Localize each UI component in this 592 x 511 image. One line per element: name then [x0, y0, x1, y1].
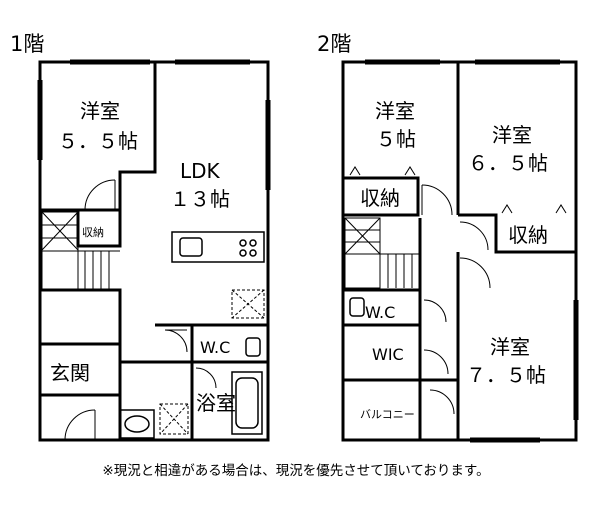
floor-1-bathtub [231, 371, 263, 435]
floor-2-western-a-wall [343, 62, 460, 217]
floor-2-balcony-door [429, 389, 455, 415]
floor-1-plan [37, 59, 271, 442]
floor-1-windows [37, 59, 271, 190]
floor-2-western-b-door [459, 221, 489, 251]
floor-2-wic-wall [343, 252, 460, 440]
disclaimer-note: ※現況と相違がある場合は、現況を優先させて頂いております。 [102, 463, 490, 479]
floor-1-wc-wall [155, 323, 268, 440]
floor-1-entrance-name: 玄関 [50, 361, 90, 385]
floor-1-toilet [245, 337, 261, 357]
floor-1-washer-space [159, 403, 189, 435]
floor-1-wc-name: W.C [200, 338, 230, 357]
floor-2-western-a-door [421, 184, 453, 216]
floor-1-stair-wall [40, 288, 122, 330]
floor-2-western-c-door [459, 257, 491, 289]
floor-1-label: 1階 [10, 32, 45, 56]
floor-2-wic-name: WIC [372, 345, 404, 364]
floor-2-windows [365, 59, 579, 443]
floor-2-western-c-size: ７．５帖 [466, 363, 546, 387]
floor-2-western-a-name: 洋室 [375, 99, 415, 123]
floor-2-balcony-name: バルコニー [360, 408, 415, 421]
floor-2-wc-wall [343, 290, 422, 330]
floor-1-storage-name: 収納 [82, 226, 104, 239]
floor-2-wc-name: W.C [365, 303, 395, 322]
floor-2-wic-door [423, 349, 449, 375]
floor-2-plan [341, 59, 579, 443]
floor-1-entrance-door [64, 409, 96, 441]
floor-1-ldk-size: １３帖 [170, 187, 230, 211]
floor-2-western-c-name: 洋室 [490, 335, 530, 359]
floor-1-washbasin [119, 409, 155, 439]
floor-2-stairs [344, 217, 420, 289]
floor-1-bath-name: 浴室 [196, 391, 236, 415]
floor-2-closet-markers [349, 166, 567, 214]
floor-1-western-door [84, 179, 116, 211]
floor-2-western-a-size: ５帖 [376, 127, 416, 151]
floor-1-kitchen [171, 231, 265, 263]
floor-2-toilet [349, 297, 365, 317]
floor-2-western-b-name: 洋室 [492, 123, 532, 147]
floor-1-western-room-size: ５．５帖 [58, 129, 138, 153]
floor-1-fridge-space [231, 289, 265, 319]
floor-1-outer-wall [38, 60, 270, 442]
floor-1-western-room-name: 洋室 [80, 99, 120, 123]
floor-1-stairs [41, 211, 120, 291]
floor-2-western-b-size: ６．５帖 [468, 151, 548, 175]
floor-1-bath-door [195, 367, 217, 389]
floor-1-wc-door [164, 329, 188, 353]
floor-1-entrance-wall [40, 330, 122, 440]
floor-2-label: 2階 [317, 32, 352, 56]
floor-2-wc-door [423, 299, 447, 323]
floor-2-storage-b-name: 収納 [508, 223, 548, 247]
floor-1-western-room-wall [40, 62, 157, 212]
floor-1-ldk-name: LDK [180, 159, 221, 183]
floor-2-outer-wall [341, 60, 578, 442]
floor-2-western-b-wall [458, 213, 576, 254]
floor-2-storage-a-name: 収納 [360, 186, 400, 210]
